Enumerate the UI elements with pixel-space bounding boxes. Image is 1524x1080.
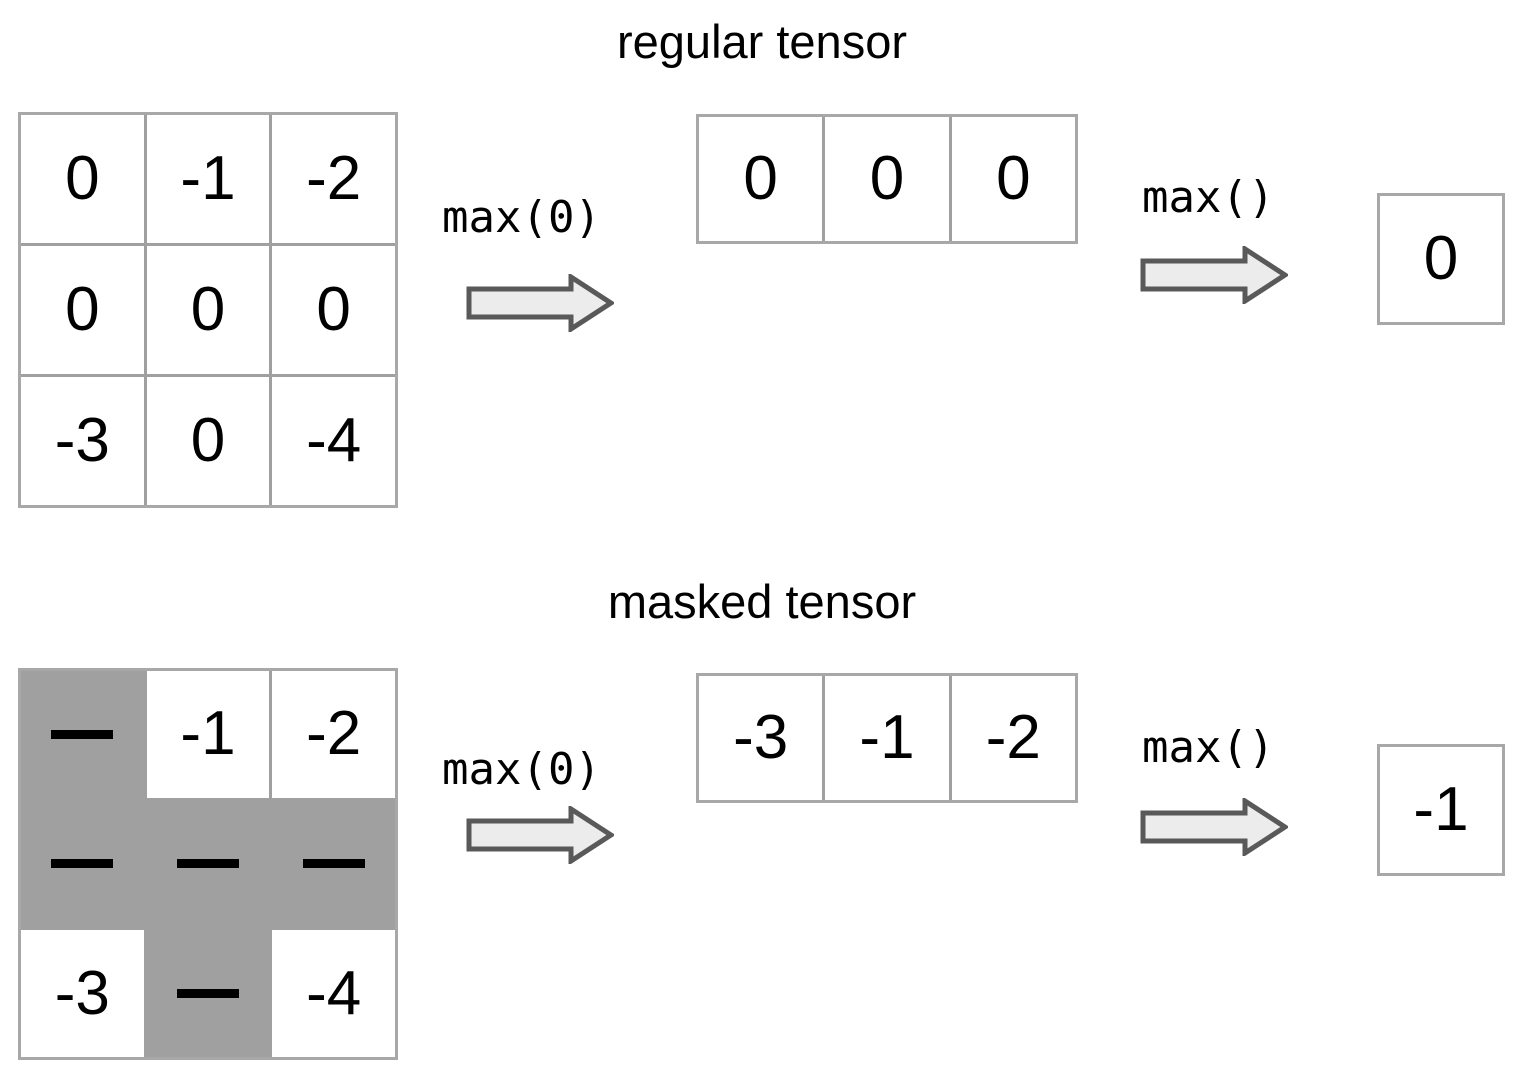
regular-reduced-row: 0 0 0 [696, 114, 1078, 244]
matrix-cell: -2 [272, 671, 395, 798]
row-cell: 0 [699, 117, 823, 241]
right-block-arrow-icon [466, 274, 614, 332]
matrix-cell: -4 [272, 377, 395, 505]
section-title-masked-tensor: masked tensor [607, 575, 917, 628]
matrix-cell-masked [272, 800, 395, 928]
row-cell: -1 [825, 676, 949, 800]
right-block-arrow-icon [1140, 246, 1288, 304]
masked-scalar-result: -1 [1377, 744, 1505, 876]
masked-dash-icon [176, 989, 239, 999]
matrix-cell: -3 [21, 930, 144, 1057]
matrix-cell: -1 [146, 115, 270, 243]
row-cell: 0 [825, 117, 949, 241]
matrix-cell: 0 [146, 377, 270, 505]
matrix-cell: 0 [272, 246, 395, 374]
op-label-max-all-masked: max() [1142, 722, 1275, 773]
row-cell: -2 [951, 676, 1075, 800]
matrix-cell: -2 [272, 115, 395, 243]
masked-dash-icon [51, 859, 114, 869]
right-block-arrow-icon [1140, 798, 1288, 856]
matrix-cell: -3 [21, 377, 144, 505]
matrix-cell-masked [146, 800, 270, 928]
row-cell: 0 [951, 117, 1075, 241]
right-block-arrow-icon [466, 806, 614, 864]
masked-dash-icon [302, 859, 365, 869]
op-label-max-all-regular: max() [1142, 172, 1275, 223]
matrix-cell: 0 [21, 246, 144, 374]
masked-input-matrix: -1 -2 -3 -4 [18, 668, 398, 1060]
row-cell: -3 [699, 676, 823, 800]
section-title-regular-tensor: regular tensor [617, 15, 907, 68]
masked-reduced-row: -3 -1 -2 [696, 673, 1078, 803]
op-label-max-axis0-masked: max(0) [442, 744, 601, 795]
matrix-cell-masked [21, 671, 144, 798]
matrix-cell: 0 [21, 115, 144, 243]
matrix-cell: -4 [272, 930, 395, 1057]
matrix-cell-masked [21, 800, 144, 928]
regular-scalar-result: 0 [1377, 193, 1505, 325]
masked-dash-icon [51, 729, 114, 739]
op-label-max-axis0-regular: max(0) [442, 192, 601, 243]
masked-dash-icon [176, 859, 239, 869]
matrix-cell: 0 [146, 246, 270, 374]
matrix-cell: -1 [146, 671, 270, 798]
matrix-cell-masked [146, 930, 270, 1057]
regular-input-matrix: 0 -1 -2 0 0 0 -3 0 -4 [18, 112, 398, 508]
